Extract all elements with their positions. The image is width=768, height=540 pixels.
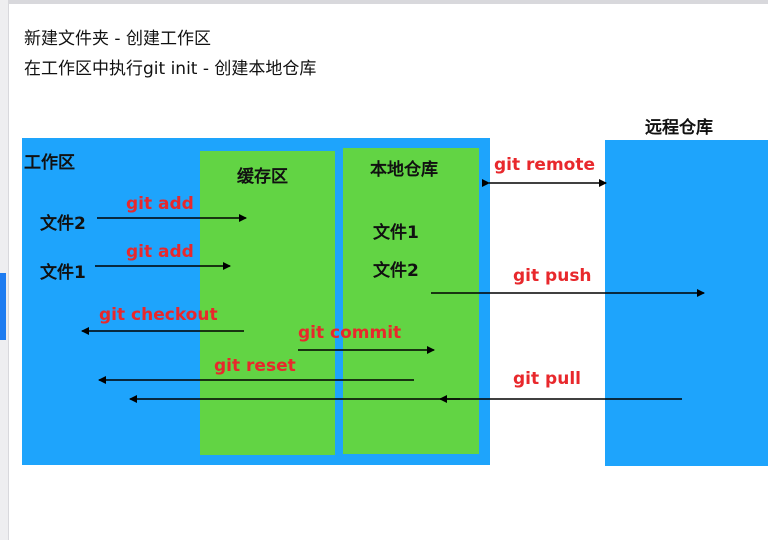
git-reset-label: git reset [214, 356, 296, 376]
sidebar-selection [0, 273, 6, 340]
repo-file-2: 文件2 [373, 261, 419, 281]
local-repo-label: 本地仓库 [370, 160, 438, 180]
git-commit-label: git commit [298, 323, 402, 343]
workspace-file-2: 文件2 [40, 214, 86, 234]
git-checkout-label: git checkout [99, 305, 218, 325]
note-2: 在工作区中执行git init - 创建本地仓库 [24, 59, 317, 79]
left-sidebar [0, 0, 9, 540]
git-pull-label: git pull [513, 369, 581, 389]
workspace-file-1: 文件1 [40, 263, 86, 283]
remote-repo-box [605, 140, 768, 466]
repo-file-1: 文件1 [373, 223, 419, 243]
note-1: 新建文件夹 - 创建工作区 [24, 29, 211, 49]
remote-repo-label: 远程仓库 [645, 118, 713, 138]
local-repo-box [343, 148, 479, 454]
top-bar [0, 0, 768, 4]
git-push-label: git push [513, 266, 592, 286]
workspace-label: 工作区 [24, 153, 75, 173]
git-remote-label: git remote [494, 155, 596, 175]
git-add-label-1: git add [126, 194, 194, 214]
staging-label: 缓存区 [237, 167, 288, 187]
staging-box [200, 151, 335, 455]
git-add-label-2: git add [126, 242, 194, 262]
